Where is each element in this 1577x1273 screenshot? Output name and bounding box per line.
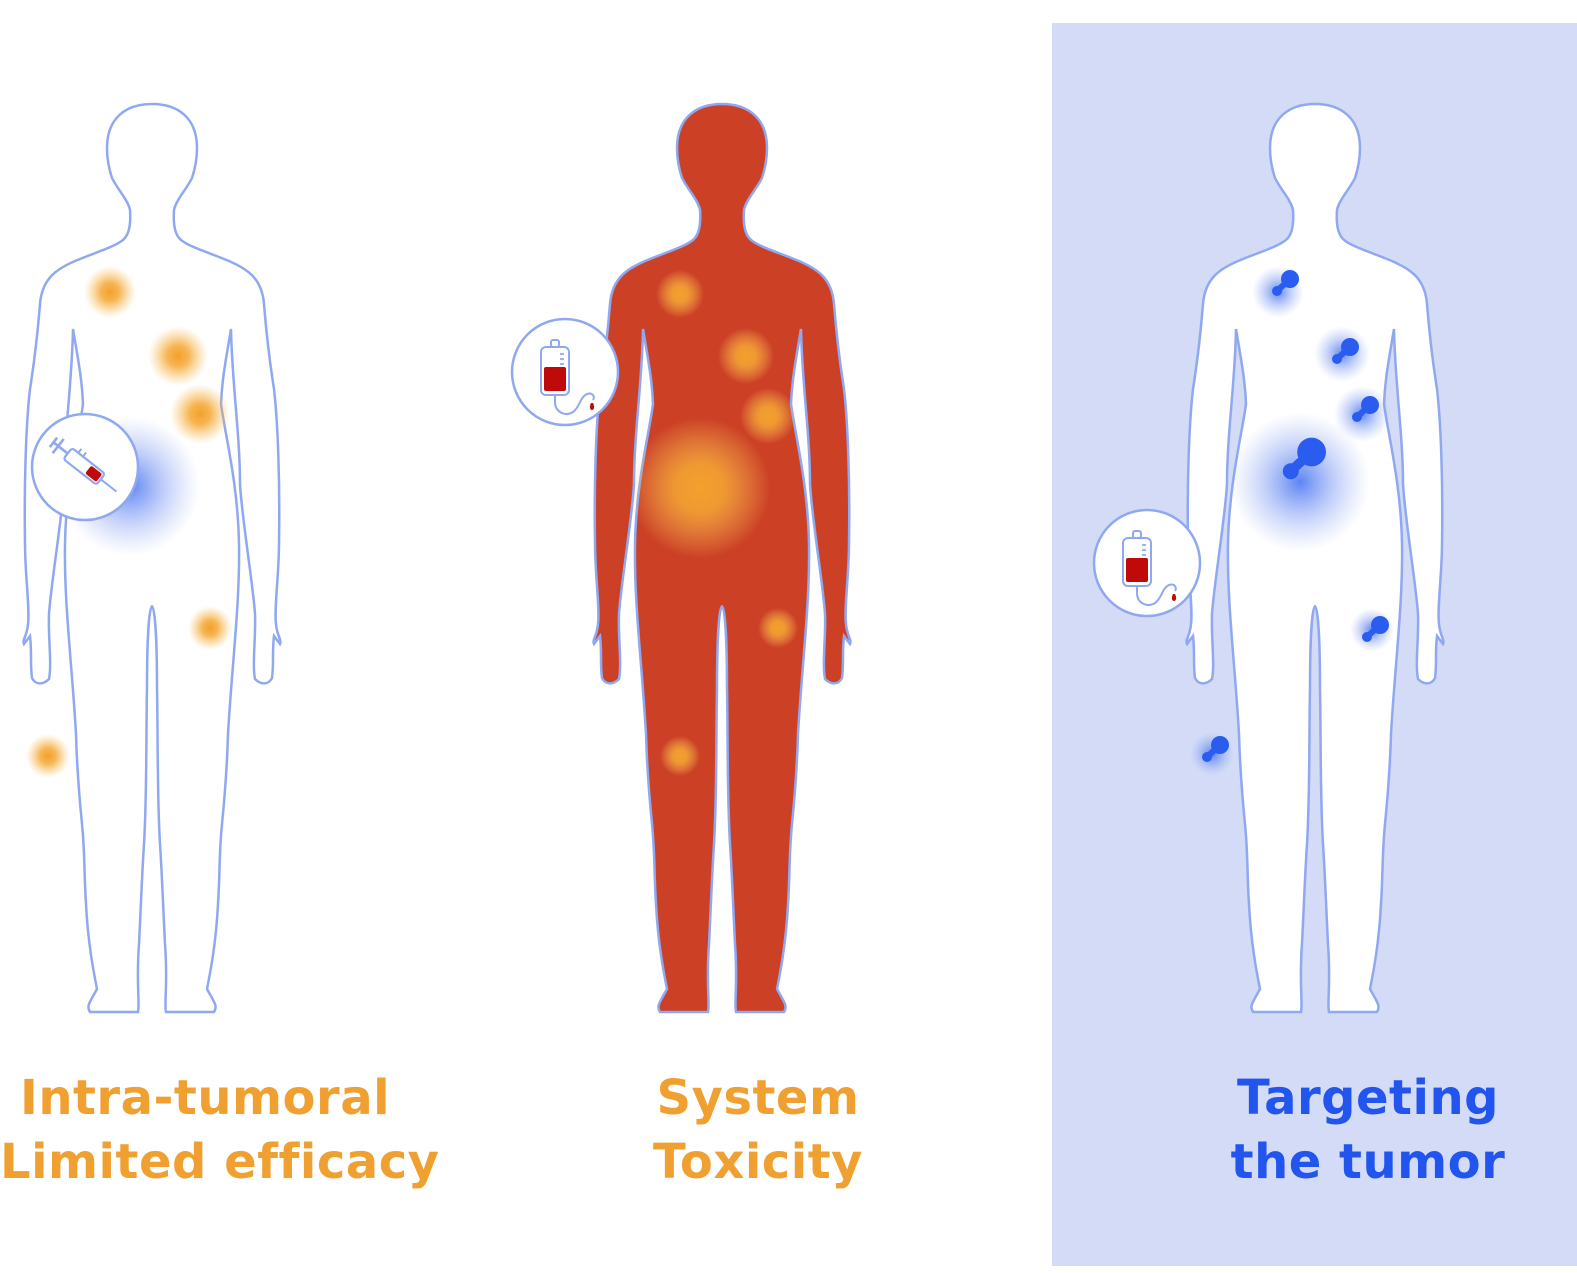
caption-system-toxicity: System Toxicity bbox=[600, 1066, 916, 1194]
iv-bag-icon bbox=[512, 319, 618, 425]
caption-line-1: System bbox=[600, 1066, 916, 1130]
syringe-icon bbox=[32, 414, 138, 520]
caption-line-2: Limited efficacy bbox=[0, 1130, 410, 1194]
tumor-spot bbox=[148, 326, 208, 386]
caption-targeting: Targeting the tumor bbox=[1192, 1066, 1544, 1194]
figure-system-toxicity bbox=[512, 104, 850, 1012]
caption-line-1: Targeting bbox=[1192, 1066, 1544, 1130]
tumor-spot bbox=[170, 384, 230, 444]
tumor-spot bbox=[188, 606, 232, 650]
tumor-spot bbox=[84, 266, 136, 318]
tumor-spot bbox=[660, 736, 700, 776]
tumor-spot bbox=[718, 328, 774, 384]
caption-line-1: Intra-tumoral bbox=[0, 1066, 410, 1130]
human-body-filled bbox=[594, 104, 851, 1012]
human-body-outline bbox=[24, 104, 281, 1012]
tumor-spot bbox=[758, 608, 798, 648]
figure-targeting bbox=[1094, 104, 1443, 1012]
figure-intra-tumoral bbox=[24, 104, 281, 1012]
tumor-spot bbox=[630, 418, 770, 558]
caption-line-2: Toxicity bbox=[600, 1130, 916, 1194]
tumor-spot bbox=[26, 734, 70, 778]
iv-bag-icon bbox=[1094, 510, 1200, 616]
human-body-outline bbox=[1187, 104, 1444, 1012]
tumor-spot bbox=[740, 388, 796, 444]
tumor-spot bbox=[656, 270, 704, 318]
caption-intra-tumoral: Intra-tumoral Limited efficacy bbox=[0, 1066, 410, 1194]
caption-line-2: the tumor bbox=[1192, 1130, 1544, 1194]
